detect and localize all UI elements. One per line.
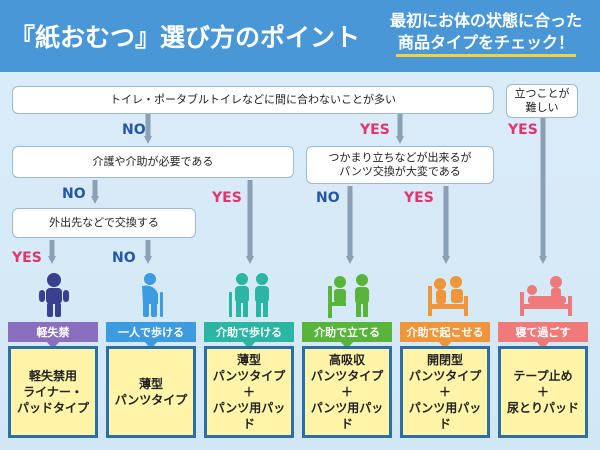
elderly-with-cane-icon (142, 273, 163, 317)
person-lying-in-bed-icon (520, 276, 572, 316)
question-box-care: 介護や介助が必要である (12, 146, 294, 178)
yes-label: YES (360, 122, 390, 138)
subtitle-line1: 最初にお体の状態に合った (389, 11, 582, 30)
subtitle-line2: 商品タイプをチェック！ (395, 32, 576, 57)
yes-label: YES (12, 250, 42, 266)
result-box: 軽失禁用 ライナー・ パッドタイプ (8, 346, 98, 438)
result-box: 高吸収 パンツタイプ ＋ パンツ用パッド (302, 346, 392, 438)
question-box-outside: 外出先などで交換する (12, 208, 196, 238)
category-text: 一人で歩ける (118, 326, 184, 339)
yes-label: YES (404, 190, 434, 206)
category-text: 介助で起こせる (406, 326, 484, 339)
result-box: 薄型 パンツタイプ (106, 346, 196, 438)
header-subtitle: 最初にお体の状態に合った 商品タイプをチェック！ (390, 10, 582, 57)
result-box: 薄型 パンツタイプ ＋ パンツ用パッド (204, 346, 294, 438)
result-box: 開閉型 パンツタイプ ＋ パンツ用パッド (400, 346, 490, 438)
yes-label: YES (508, 122, 538, 138)
caregiver-helping-stand-icon (328, 274, 369, 318)
category-label: 介助で立てる (302, 322, 392, 349)
category-text: 軽失禁 (36, 326, 70, 339)
question-box-toilet: トイレ・ポータブルトイレなどに間に合わないことが多い (12, 86, 494, 114)
category-label: 介助で起こせる (400, 322, 490, 349)
category-label: 寝て過ごす (498, 322, 588, 349)
category-text: 寝て過ごす (515, 326, 571, 339)
no-label: NO (112, 250, 136, 266)
caregiver-walking-icon (229, 273, 269, 317)
category-label: 介助で歩ける (204, 322, 294, 349)
no-label: NO (316, 190, 340, 206)
question-box-standing: 立つことが 難しい (506, 84, 578, 118)
question-box-hold-stand: つかまり立ちなどが出来るが パンツ交換が大変である (306, 146, 494, 184)
category-label: 一人で歩ける (106, 322, 196, 349)
no-label: NO (122, 122, 146, 138)
category-label: 軽失禁 (8, 322, 98, 349)
no-label: NO (62, 186, 86, 202)
result-box: テープ止め ＋ 尿とりパッド (498, 346, 588, 438)
person-standing-icon (39, 273, 69, 317)
header-banner: 『紙おむつ』選び方のポイント 最初にお体の状態に合った 商品タイプをチェック！ (0, 0, 600, 72)
yes-label: YES (212, 190, 242, 206)
category-text: 介助で立てる (314, 326, 380, 339)
category-text: 介助で歩ける (216, 326, 282, 339)
bed-sitting-up-icon (428, 276, 468, 316)
page-title: 『紙おむつ』選び方のポイント (10, 23, 361, 52)
